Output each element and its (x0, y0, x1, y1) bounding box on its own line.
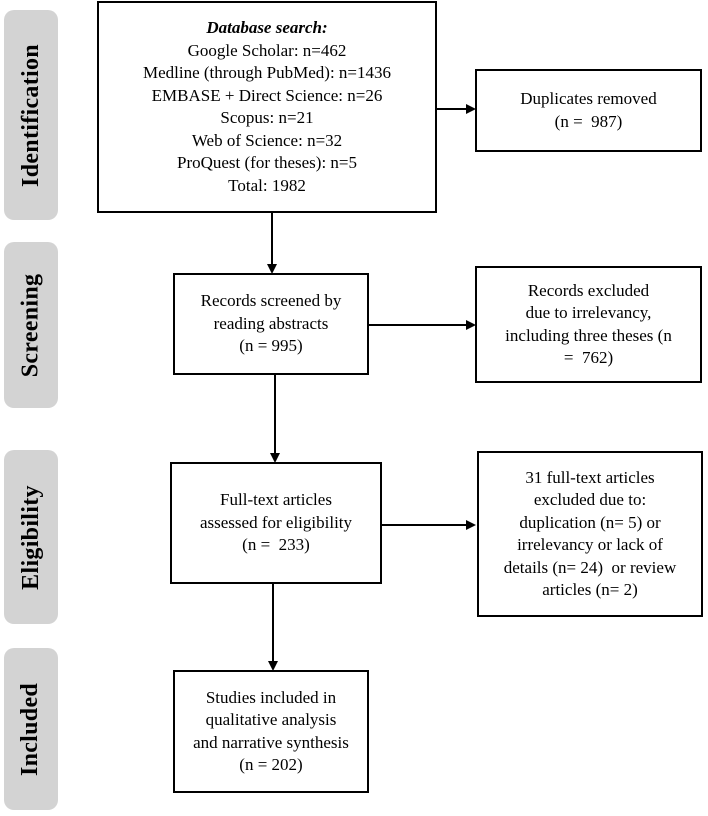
database-search-title: Database search: (206, 18, 328, 37)
database-search-line: ProQuest (for theses): n=5 (176, 153, 358, 172)
full-text-excluded-line: details (n= 24) or review (503, 557, 677, 577)
records-screened-line: (n = 995) (239, 336, 303, 356)
stage-tab-included: Included (4, 648, 58, 810)
full-text-excluded-line: articles (n= 2) (542, 580, 638, 599)
database-search-line: Scopus: n=21 (220, 108, 314, 127)
studies-included-line: Studies included in (205, 687, 337, 707)
database-search-line: Web of Science: n=32 (191, 130, 343, 150)
studies-included-line: qualitative analysis (205, 710, 337, 729)
full-text-excluded-line: irrelevancy or lack of (517, 535, 663, 554)
studies-included-box: Studies included in qualitative analysis… (173, 670, 369, 793)
stage-tab-screening: Screening (4, 242, 58, 408)
stage-tab-identification: Identification (4, 10, 58, 220)
duplicates-removed-box: Duplicates removed (n = 987) (475, 69, 702, 152)
database-search-box: Database search: Google Scholar: n=462 M… (97, 1, 437, 213)
studies-included-line: and narrative synthesis (193, 732, 349, 752)
full-text-excluded-line: 31 full-text articles (525, 467, 655, 487)
full-text-assessed-box: Full-text articles assessed for eligibil… (170, 462, 382, 584)
records-screened-line: reading abstracts (213, 313, 329, 333)
stage-tab-eligibility: Eligibility (4, 450, 58, 624)
records-excluded-line: Records excluded (527, 280, 650, 300)
full-text-assessed-line: (n = 233) (242, 535, 310, 555)
database-search-line: Google Scholar: n=462 (187, 40, 347, 60)
full-text-excluded-line: duplication (n= 5) or (519, 512, 661, 532)
full-text-assessed-line: assessed for eligibility (199, 512, 353, 532)
database-search-line: Medline (through PubMed): n=1436 (142, 63, 392, 82)
records-excluded-box: Records excluded due to irrelevancy, inc… (475, 266, 702, 383)
database-search-line: Total: 1982 (228, 175, 306, 195)
records-excluded-line: = 762) (563, 348, 614, 367)
records-screened-line: Records screened by (200, 291, 342, 311)
studies-included-line: (n = 202) (239, 755, 303, 774)
records-excluded-line: due to irrelevancy, (525, 303, 652, 322)
records-excluded-line: including three theses (n (505, 325, 672, 345)
database-search-line: EMBASE + Direct Science: n=26 (151, 85, 383, 105)
duplicates-removed-line: (n = 987) (554, 111, 623, 131)
full-text-excluded-box: 31 full-text articles excluded due to: d… (477, 451, 703, 617)
full-text-excluded-line: excluded due to: (533, 490, 647, 509)
duplicates-removed-line: Duplicates removed (520, 89, 657, 108)
records-screened-box: Records screened by reading abstracts (n… (173, 273, 369, 375)
full-text-assessed-line: Full-text articles (220, 490, 332, 510)
